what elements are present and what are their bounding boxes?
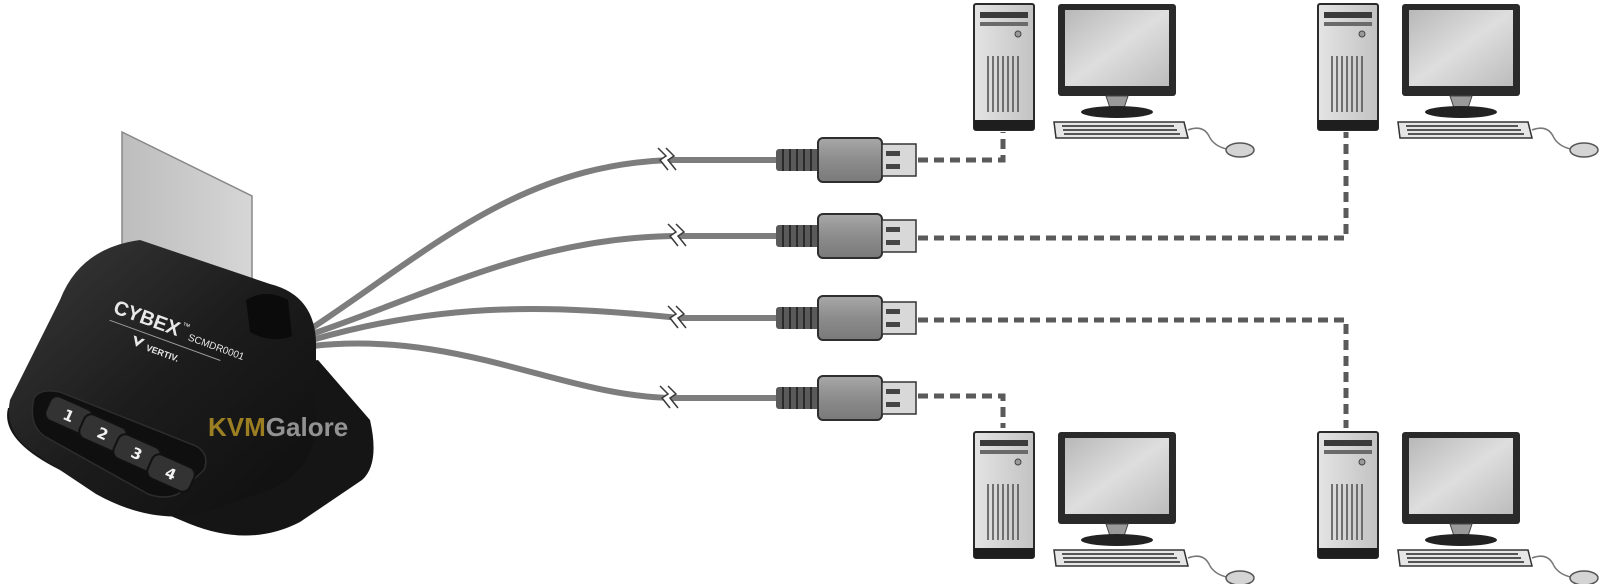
link-3 xyxy=(918,317,1349,428)
usb-connector-icon xyxy=(775,213,917,259)
cable-break-marks xyxy=(660,146,684,410)
watermark-kvm: KVM xyxy=(208,412,266,442)
link-1 xyxy=(918,132,1006,163)
watermark-galore: Galore xyxy=(266,412,348,442)
vertiv-logo-icon xyxy=(133,335,146,347)
smart-card-reader-icon: 1 2 3 4 CYBEX ™ SCMDR0001 VERTIV. xyxy=(7,130,374,536)
desktop-computer-icon xyxy=(1317,431,1599,584)
device-keys: 1 2 3 4 xyxy=(44,395,196,493)
dashed-links xyxy=(918,132,1349,428)
desktop-computer-icon xyxy=(1317,3,1599,158)
usb-cables xyxy=(309,157,781,401)
usb-connector-icon xyxy=(775,375,917,421)
cable-4 xyxy=(309,340,781,401)
usb-connector-icon xyxy=(775,295,917,341)
watermark: KVMGalore xyxy=(208,412,348,442)
cable-2 xyxy=(309,233,781,337)
usb-connector-icon xyxy=(775,137,917,183)
device-trademark: ™ xyxy=(181,321,192,332)
cable-3 xyxy=(309,306,781,343)
link-2 xyxy=(918,132,1349,241)
desktop-computer-icon xyxy=(973,3,1255,158)
link-4 xyxy=(918,393,1006,428)
cable-1 xyxy=(309,157,781,331)
desktop-computer-icon xyxy=(973,431,1255,584)
